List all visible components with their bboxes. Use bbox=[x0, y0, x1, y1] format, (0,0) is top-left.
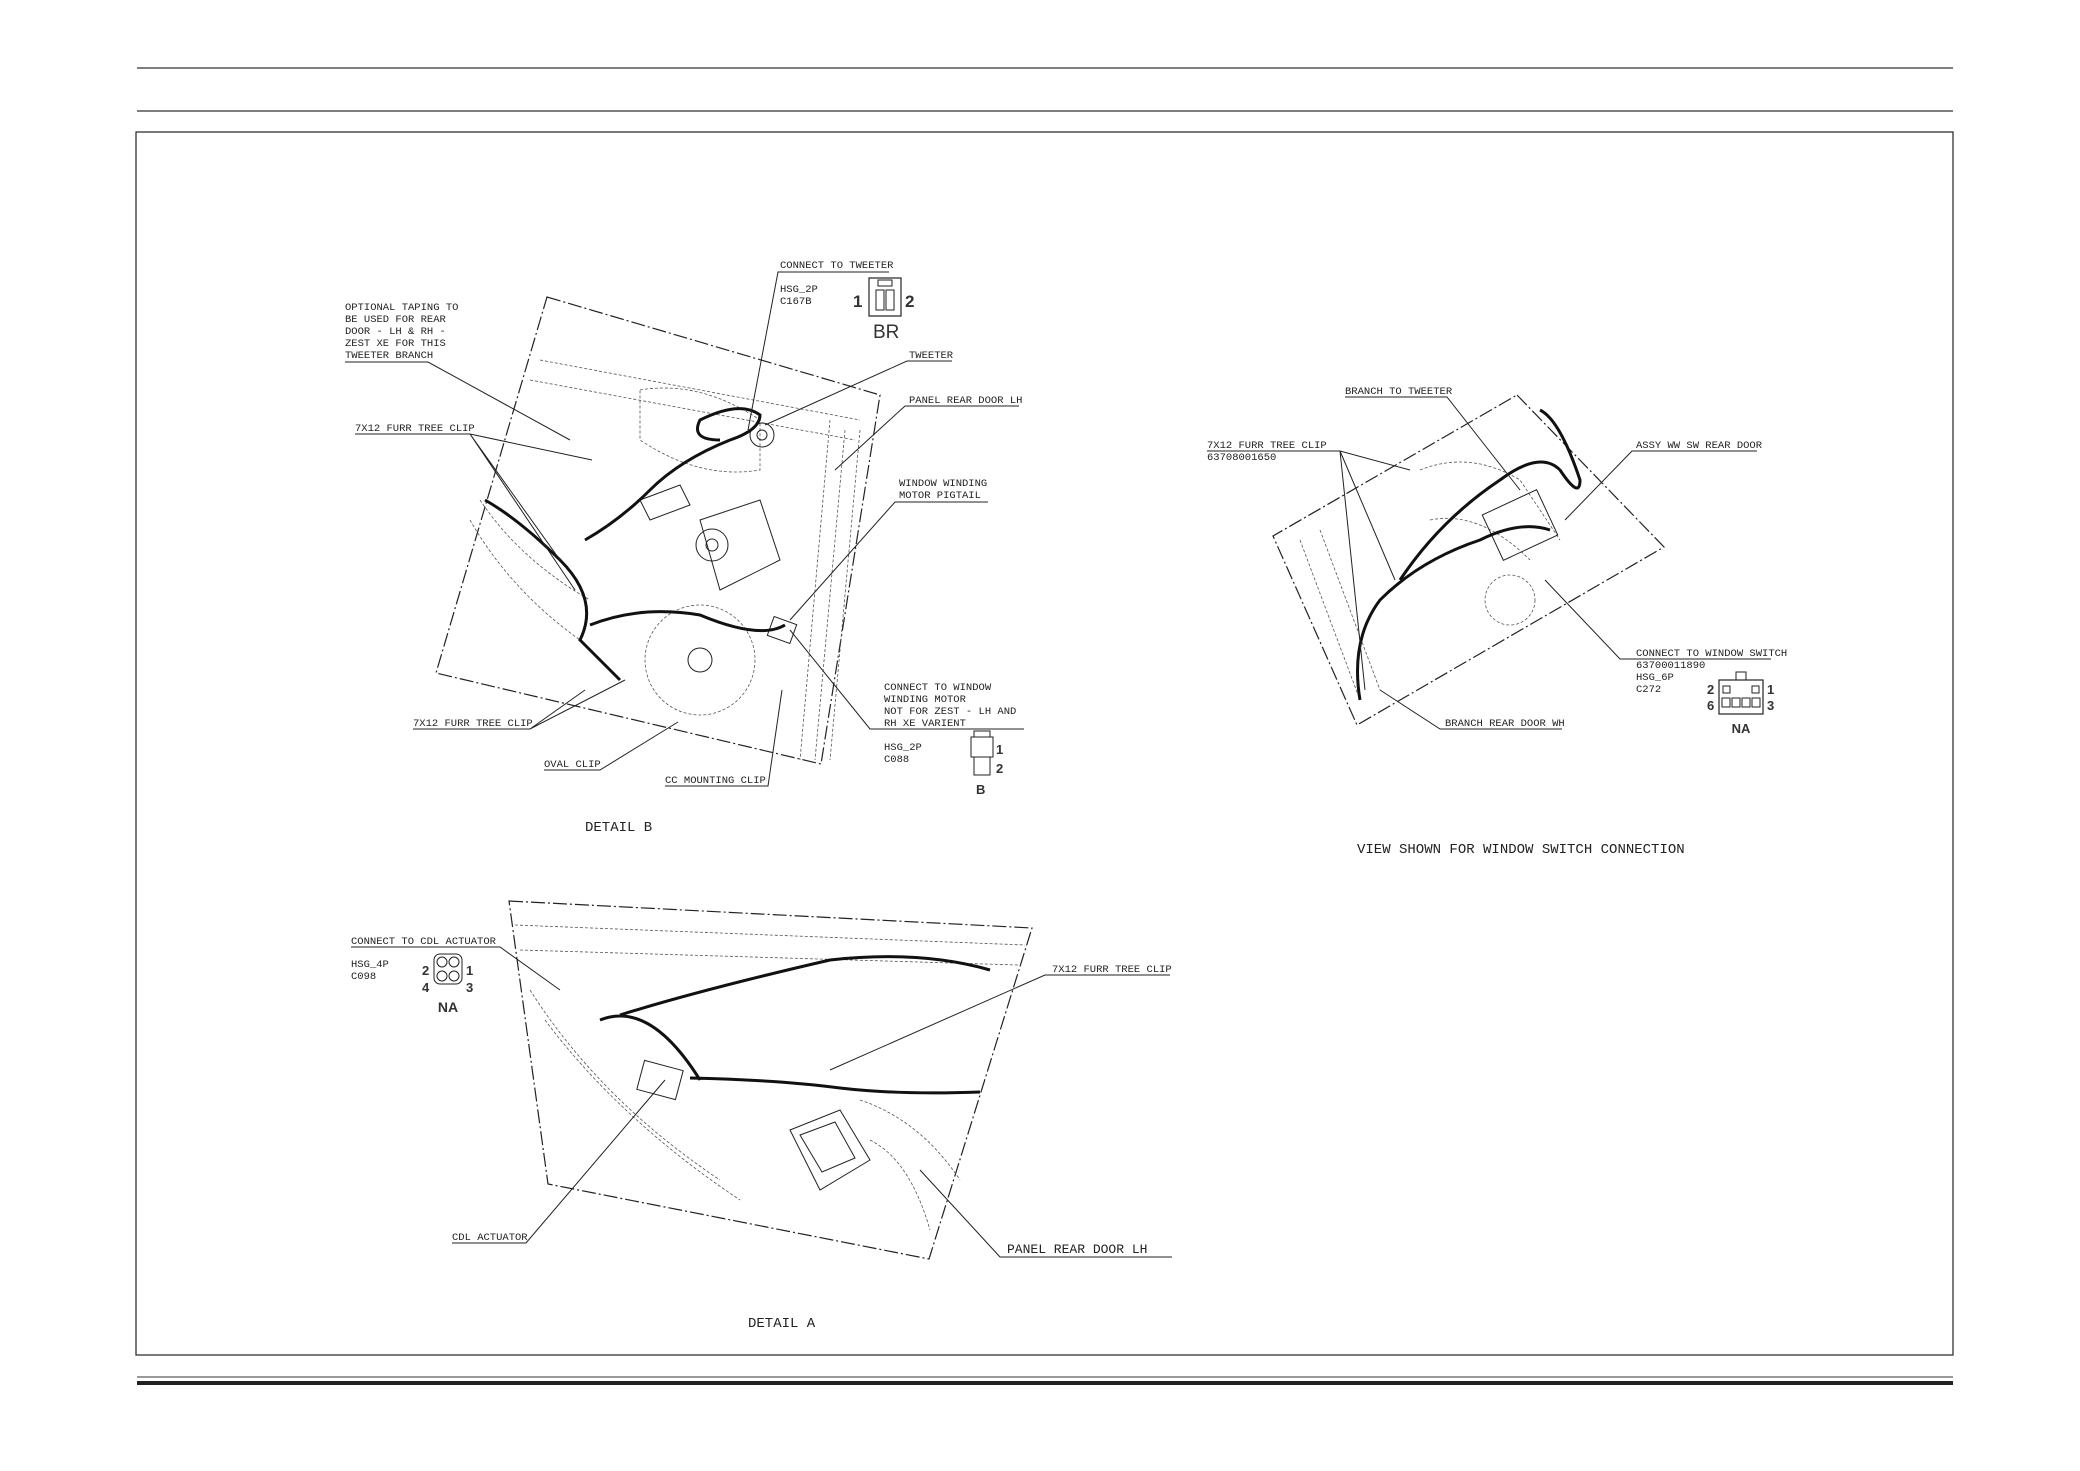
motor-pin-2: 2 bbox=[996, 761, 1003, 776]
furr-tree-clip-top-leader bbox=[355, 433, 593, 591]
detail-b-harness-wire bbox=[484, 407, 786, 682]
detail-a-title: DETAIL A bbox=[748, 1316, 816, 1332]
panel-rear-door-leader bbox=[919, 1169, 1172, 1258]
tweeter-label: TWEETER bbox=[909, 350, 954, 362]
switch-housing-label: HSG_6P bbox=[1636, 672, 1674, 684]
note-line: TWEETER BRANCH bbox=[345, 350, 433, 362]
detail-b-drawing-outline bbox=[435, 296, 881, 765]
connect-to-tweeter-label: CONNECT TO TWEETER bbox=[780, 260, 894, 272]
cdl-connector-id: C098 bbox=[351, 971, 376, 983]
tweeter-housing-label: HSG_2P bbox=[780, 284, 818, 296]
detail-b: CONNECT TO TWEETER HSG_2P C167B 1 2 BR O… bbox=[345, 260, 1024, 836]
connect-to-cdl-leader bbox=[351, 946, 561, 991]
connect-to-switch-leader bbox=[1544, 579, 1771, 660]
furr-tree-clip-part-number: 63708001650 bbox=[1207, 452, 1276, 464]
oval-clip-label: OVAL CLIP bbox=[544, 759, 601, 771]
motor-connector-2p-icon bbox=[970, 730, 994, 776]
motor-pin-1: 1 bbox=[996, 742, 1003, 757]
furr-tree-clip-label: 7X12 FURR TREE CLIP bbox=[1207, 440, 1327, 452]
furr-tree-clip-leader bbox=[1207, 450, 1411, 691]
tweeter-pin-1: 1 bbox=[853, 292, 862, 311]
cdl-pin-4: 4 bbox=[422, 980, 430, 995]
furr-tree-clip-label: 7X12 FURR TREE CLIP bbox=[1052, 964, 1172, 976]
branch-to-tweeter-leader bbox=[1345, 396, 1521, 491]
cc-mounting-clip-leader bbox=[665, 689, 783, 787]
branch-rear-door-leader bbox=[1379, 689, 1562, 730]
panel-rear-door-label: PANEL REAR DOOR LH bbox=[909, 395, 1022, 407]
switch-pin-2: 2 bbox=[1707, 682, 1714, 697]
furr-tree-clip-bottom-leader bbox=[413, 679, 626, 730]
cdl-pin-1: 1 bbox=[466, 963, 473, 978]
assy-ww-sw-label: ASSY WW SW REAR DOOR bbox=[1636, 440, 1763, 452]
panel-rear-door-label: PANEL REAR DOOR LH bbox=[1007, 1242, 1147, 1257]
optional-taping-note: OPTIONAL TAPING TO BE USED FOR REAR DOOR… bbox=[345, 302, 571, 441]
oval-clip-leader bbox=[544, 721, 679, 771]
cdl-actuator-leader bbox=[452, 1079, 666, 1244]
switch-color-code: NA bbox=[1732, 721, 1751, 736]
note-line: ZEST XE FOR THIS bbox=[345, 338, 446, 350]
cc-mounting-clip-label: CC MOUNTING CLIP bbox=[665, 775, 766, 787]
motor-pigtail-leader bbox=[789, 501, 988, 621]
motor-housing-label: HSG_2P bbox=[884, 742, 922, 754]
panel-rear-door-leader bbox=[834, 405, 1019, 471]
switch-pin-3: 3 bbox=[1767, 698, 1774, 713]
assy-ww-sw-leader bbox=[1564, 450, 1757, 521]
motor-pigtail-label: MOTOR PIGTAIL bbox=[899, 490, 981, 502]
cdl-pin-2: 2 bbox=[422, 963, 429, 978]
switch-pin-1: 1 bbox=[1767, 682, 1774, 697]
cdl-actuator-label: CDL ACTUATOR bbox=[452, 1232, 528, 1244]
switch-connector-6p-icon bbox=[1718, 671, 1764, 715]
branch-rear-door-label: BRANCH REAR DOOR WH bbox=[1445, 718, 1565, 730]
note-line: BE USED FOR REAR bbox=[345, 314, 447, 326]
tweeter-color-code: BR bbox=[873, 322, 899, 343]
furr-tree-clip-bottom-label: 7X12 FURR TREE CLIP bbox=[413, 718, 533, 730]
drawing-frame bbox=[135, 131, 1954, 1356]
switch-part-number: 63700011890 bbox=[1636, 660, 1705, 672]
connect-to-tweeter-leader bbox=[747, 271, 889, 431]
note-line: DOOR - LH & RH - bbox=[345, 326, 446, 338]
cdl-connector-4p-icon bbox=[433, 953, 463, 985]
switch-view-harness-wire bbox=[1356, 408, 1582, 701]
switch-pin-6: 6 bbox=[1707, 698, 1714, 713]
furr-tree-clip-top-label: 7X12 FURR TREE CLIP bbox=[355, 423, 475, 435]
tweeter-connector-id: C167B bbox=[780, 296, 812, 308]
motor-connector-id: C088 bbox=[884, 754, 909, 766]
switch-view-door-sketch bbox=[1299, 461, 1561, 701]
connect-to-motor-label: CONNECT TO WINDOW bbox=[884, 682, 992, 694]
tweeter-pin-2: 2 bbox=[905, 292, 914, 311]
branch-to-tweeter-label: BRANCH TO TWEETER bbox=[1345, 386, 1453, 398]
cdl-pin-3: 3 bbox=[466, 980, 473, 995]
connect-to-motor-leader bbox=[789, 629, 1024, 730]
detail-a: CONNECT TO CDL ACTUATOR HSG_4P C098 2 1 … bbox=[351, 900, 1172, 1332]
connect-to-motor-label: RH XE VARIENT bbox=[884, 718, 966, 730]
tweeter-leader bbox=[764, 360, 952, 426]
detail-a-harness-wire bbox=[599, 955, 991, 1095]
cdl-housing-label: HSG_4P bbox=[351, 959, 389, 971]
switch-view-title: VIEW SHOWN FOR WINDOW SWITCH CONNECTION bbox=[1357, 842, 1685, 858]
connect-to-motor-label: NOT FOR ZEST - LH AND bbox=[884, 706, 1016, 718]
detail-b-door-panel-sketch bbox=[469, 359, 861, 761]
motor-pigtail-label: WINDOW WINDING bbox=[899, 478, 987, 490]
motor-color-code: B bbox=[976, 782, 985, 797]
tweeter-connector-2p-icon bbox=[868, 277, 902, 317]
connect-to-motor-label: WINDING MOTOR bbox=[884, 694, 967, 706]
note-line: OPTIONAL TAPING TO bbox=[345, 302, 458, 314]
connect-to-cdl-label: CONNECT TO CDL ACTUATOR bbox=[351, 936, 497, 948]
detail-a-door-sketch bbox=[514, 924, 1026, 1231]
cdl-color-code: NA bbox=[438, 999, 458, 1015]
detail-b-title: DETAIL B bbox=[585, 820, 652, 836]
switch-connector-id: C272 bbox=[1636, 684, 1661, 696]
furr-tree-clip-leader bbox=[829, 974, 1170, 1071]
window-switch-view: BRANCH TO TWEETER 7X12 FURR TREE CLIP 63… bbox=[1207, 386, 1787, 858]
connect-to-switch-label: CONNECT TO WINDOW SWITCH bbox=[1636, 648, 1787, 660]
